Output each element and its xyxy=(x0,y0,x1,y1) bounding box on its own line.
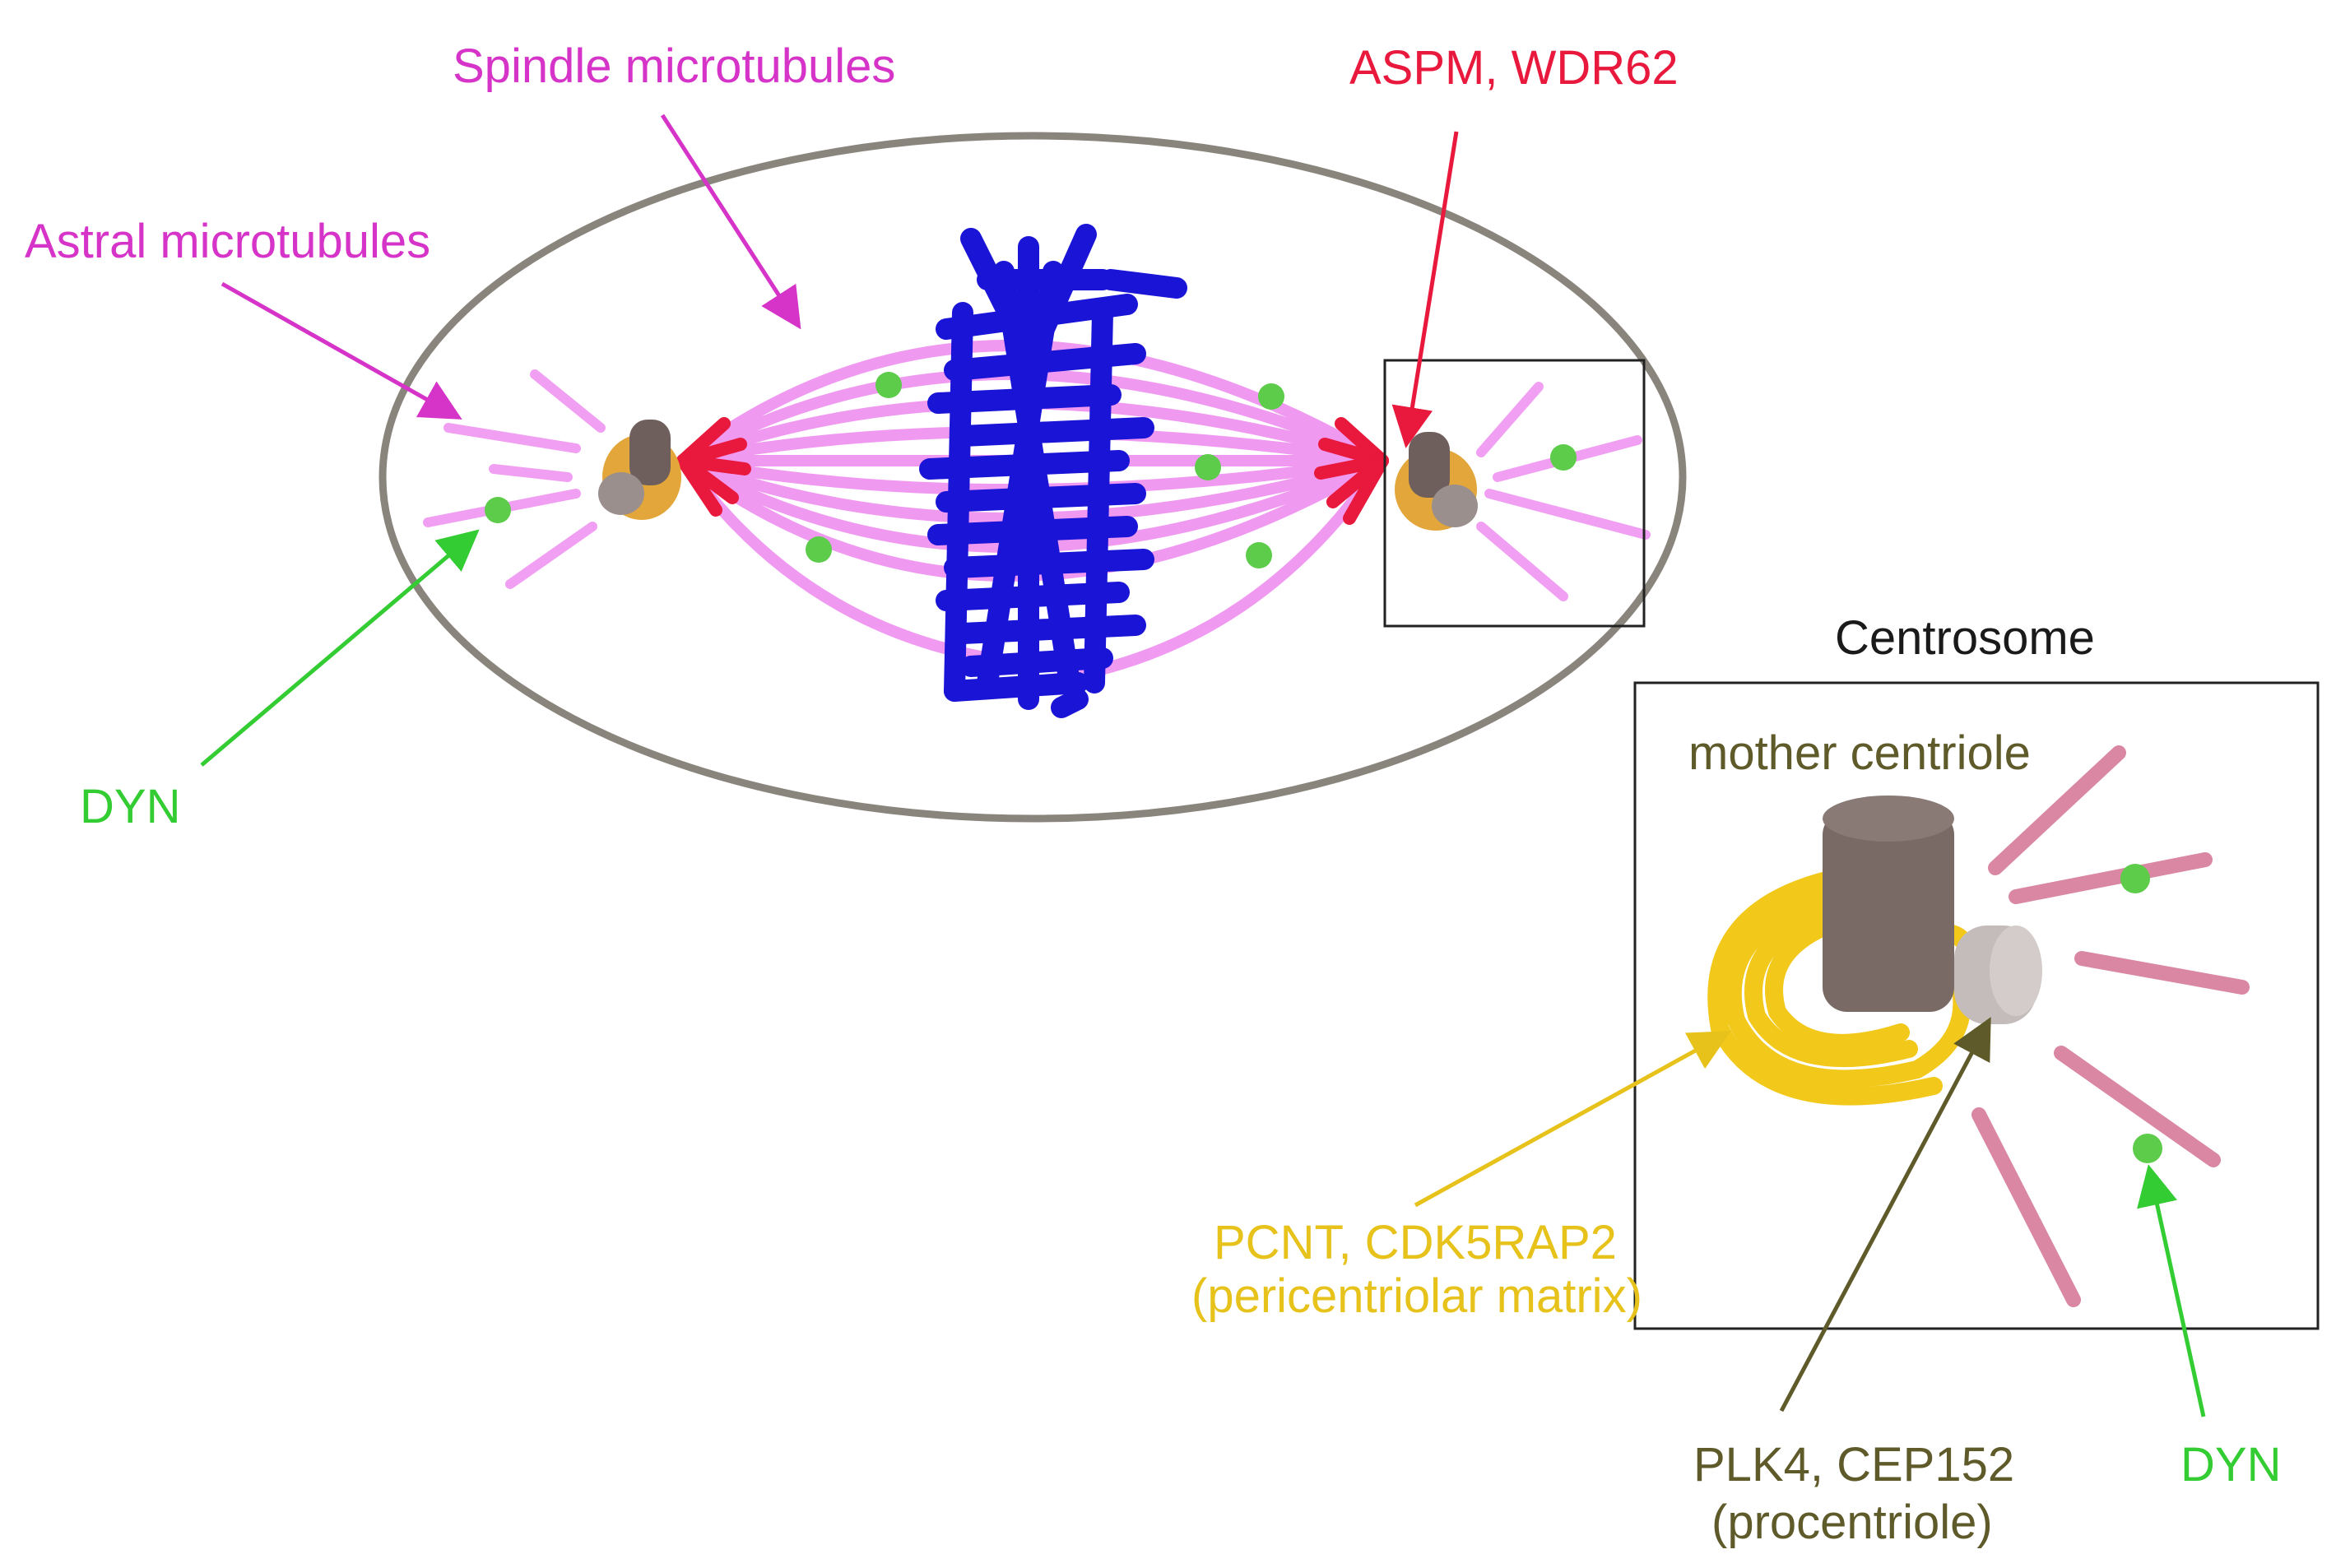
label-mother-centriole: mother centriole xyxy=(1688,726,2031,780)
label-dyn-left: DYN xyxy=(80,780,180,833)
label-pcnt-line2: (pericentriolar matrix) xyxy=(1191,1269,1642,1323)
zoom-box xyxy=(1383,359,1646,628)
label-pcnt-line1: PCNT, CDK5RAP2 xyxy=(1214,1216,1617,1269)
right-centrosome xyxy=(1395,432,1478,531)
label-spindle-microtubules: Spindle microtubules xyxy=(453,39,895,93)
inset-procentriole xyxy=(1954,925,2042,1024)
dynein-dots-inset xyxy=(2120,864,2162,1163)
dyn-left-arrow xyxy=(200,529,480,767)
label-dyn-right: DYN xyxy=(2180,1438,2281,1491)
pcnt-arrow xyxy=(1414,1031,1731,1208)
astral-microtubules-right xyxy=(1476,382,1651,601)
astral-microtubules-arrow xyxy=(221,281,462,420)
inset-astral-microtubules xyxy=(1971,745,2250,1307)
inset-mother-centriole xyxy=(1823,796,1954,1012)
dyn-right-arrow xyxy=(2137,1164,2206,1417)
label-plk4-line2: (procentriole) xyxy=(1711,1496,1993,1549)
label-centrosome: Centrosome xyxy=(1835,611,2095,665)
plk4-arrow xyxy=(1779,1017,1991,1413)
label-aspm-wdr62: ASPM, WDR62 xyxy=(1349,41,1679,95)
label-plk4-line1: PLK4, CEP152 xyxy=(1693,1438,2014,1491)
aspm-pole-marks xyxy=(676,417,1389,525)
dynein-dots-spindle xyxy=(485,372,1577,568)
chromosomes xyxy=(919,224,1187,718)
left-centrosome xyxy=(598,420,681,520)
aspm-arrow xyxy=(1391,131,1459,448)
centrosome-inset-box xyxy=(1633,681,2320,1330)
label-astral-microtubules: Astral microtubules xyxy=(25,215,430,268)
cell-outline xyxy=(378,132,1687,823)
spindle-microtubules-arrow xyxy=(660,114,801,330)
